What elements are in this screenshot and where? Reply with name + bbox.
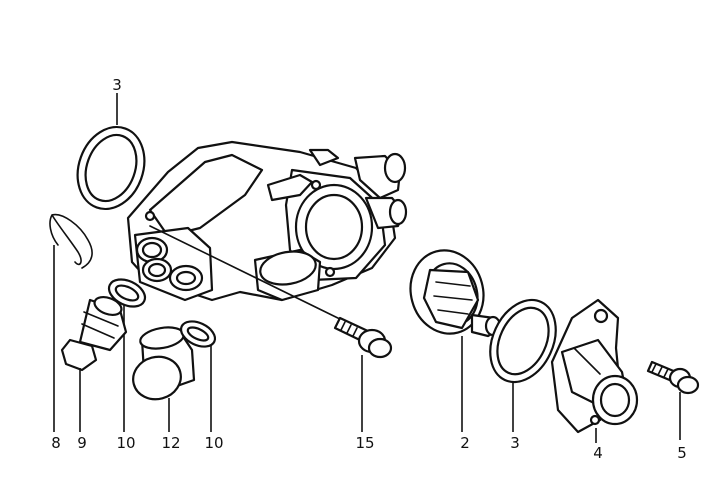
label-2: 2 <box>460 434 470 452</box>
label-5: 5 <box>677 444 687 462</box>
label-4: 4 <box>593 444 603 462</box>
coolant-outlet-flange <box>550 298 639 434</box>
label-9: 9 <box>77 434 87 452</box>
gasket-ring-top <box>76 125 146 211</box>
sealing-plug <box>132 326 196 401</box>
label-12: 12 <box>161 434 180 452</box>
temperature-sensor <box>60 295 128 372</box>
label-15: 15 <box>355 434 374 452</box>
coolant-flange-housing <box>126 140 408 323</box>
gasket-ring-bottom <box>489 298 557 384</box>
retaining-clip <box>49 213 93 269</box>
thermostat <box>409 249 502 338</box>
label-3-top: 3 <box>112 76 122 94</box>
bolt-15 <box>333 316 393 359</box>
label-10-right: 10 <box>204 434 223 452</box>
label-3-bottom: 3 <box>510 434 520 452</box>
o-ring-left <box>107 278 147 308</box>
o-ring-right <box>179 320 217 348</box>
label-10-left: 10 <box>116 434 135 452</box>
bolt-5 <box>646 360 700 395</box>
label-8: 8 <box>51 434 61 452</box>
